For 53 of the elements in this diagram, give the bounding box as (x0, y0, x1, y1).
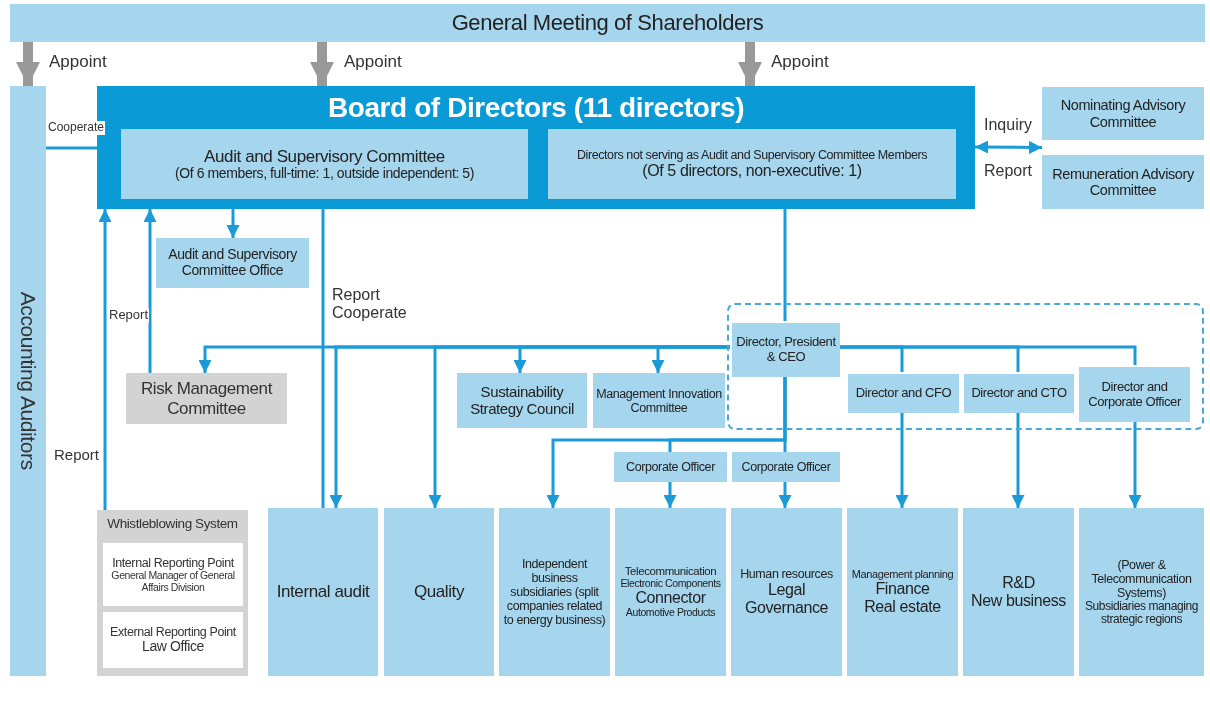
committee-box: Risk Management Committee (126, 373, 287, 424)
arrow (310, 42, 334, 86)
arrow (1128, 420, 1142, 508)
node-heading: Board of Directors (11 directors) (327, 92, 745, 124)
division-box: Management planning Finance Real estate (847, 508, 958, 676)
arrow (226, 209, 240, 238)
arrow (738, 42, 762, 86)
arrow (1011, 411, 1025, 508)
division-box: R&D New business (963, 508, 1074, 676)
arrow (778, 482, 792, 508)
officer-box: Director and CTO (964, 374, 1074, 413)
officer-box: Corporate Officer (732, 452, 840, 482)
division-box: Independent business subsidiaries (split companies related to energy business) (499, 508, 610, 676)
reporting-point-box: Internal Reporting Point General Manager of General Affairs Division (103, 543, 243, 606)
arrow (663, 482, 677, 508)
arrow (895, 411, 909, 508)
title-band: General Meeting of Shareholders (10, 4, 1205, 42)
arrow (143, 209, 157, 373)
edge-label: Report (108, 308, 150, 323)
committee-box: Nominating Advisory Committee (1042, 87, 1204, 140)
edge-label: Report (983, 162, 1034, 181)
arrow (651, 345, 730, 373)
connector-line (46, 146, 97, 150)
edge-label: Cooperate (47, 121, 106, 135)
reporting-point-box: External Reporting Point Law Office (103, 612, 243, 668)
office-box: Audit and Supervisory Committee Office (156, 238, 309, 288)
dashed-group-box (727, 303, 1204, 430)
division-box: Human resources Legal Governance (731, 508, 842, 676)
officer-box: Director and CFO (848, 374, 959, 413)
council-box: Sustainability Strategy Council (457, 373, 587, 428)
connector-line (783, 209, 787, 321)
officer-box: Director and Corporate Officer (1079, 367, 1190, 422)
auditors-band: Accounting Auditors (10, 86, 46, 676)
edge-label: Inquiry (983, 116, 1034, 135)
committee-box: Management Innovation Committee (593, 373, 725, 428)
arrow (16, 42, 40, 86)
edge-label: Appoint (770, 52, 830, 72)
directors-box: Directors not serving as Audit and Supervisory Committee Members (Of 5 directors, non-executive: 1) (548, 129, 956, 199)
connector-line (783, 375, 787, 452)
committee-box: Remuneration Advisory Committee (1042, 155, 1204, 209)
division-box: Quality (384, 508, 494, 676)
division-box: Telecommunication Electronic Components Connector Automotive Products (615, 508, 726, 676)
division-box: (Power & Telecommunication Systems) Subsidiaries managing strategic regions (1079, 508, 1204, 676)
officer-box: Corporate Officer (614, 452, 727, 482)
connector-line (321, 209, 325, 508)
arrow (975, 140, 1042, 154)
division-box: Internal audit (268, 508, 378, 676)
officer-box: Director, President & CEO (732, 323, 840, 377)
committee-box: Audit and Supervisory Committee (Of 6 members, full-time: 1, outside independent: 5) (121, 129, 528, 199)
edge-label: Appoint (343, 52, 403, 72)
arrow (98, 209, 112, 510)
edge-label: Appoint (48, 52, 108, 72)
node-heading: Whistleblowing System (107, 516, 238, 532)
